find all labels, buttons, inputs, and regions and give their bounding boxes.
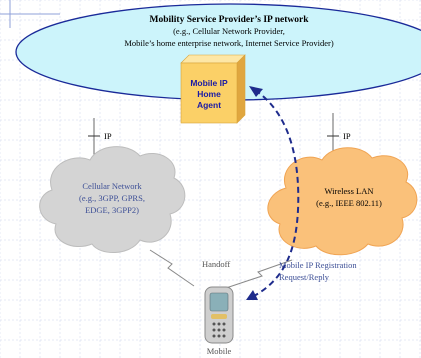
ip-link-left (88, 118, 100, 160)
ip-network-subtitle-line2: Mobile’s home enterprise network, Intern… (124, 38, 334, 48)
wireless-lan-cloud (267, 147, 418, 256)
home-agent-box-front (180, 62, 238, 124)
cellular-network-label-line2: (e.g., 3GPP, GPRS, (79, 193, 145, 203)
ip-network-subtitle-line1: (e.g., Cellular Network Provider, (173, 26, 285, 36)
home-agent-label-line2: Home (197, 89, 221, 99)
ip-link-left-label: IP (104, 131, 112, 141)
handoff-label: Handoff (202, 259, 230, 269)
registration-label-line1: Mobile IP Registration (279, 260, 357, 270)
home-agent-box-side (236, 54, 246, 124)
cellular-network-label-line1: Cellular Network (82, 181, 142, 191)
registration-dashed-arrow (246, 86, 300, 300)
ip-network-title: Mobility Service Provider’s IP network (149, 15, 309, 25)
mobile-label: Mobile (207, 346, 232, 356)
mobile-phone-icon (204, 286, 234, 344)
ip-link-right-label: IP (343, 131, 351, 141)
registration-label-line2: Request/Reply (279, 272, 330, 282)
home-agent-label-line1: Mobile IP (190, 78, 228, 88)
cellular-network-cloud (39, 146, 186, 253)
home-agent-box-top (180, 54, 246, 64)
wlan-radio-link (225, 259, 293, 289)
home-agent-box: Mobile IP Home Agent (180, 54, 246, 124)
wireless-lan-label-line1: Wireless LAN (325, 186, 374, 196)
cellular-radio-link (149, 249, 195, 287)
home-agent-label-line3: Agent (197, 100, 221, 110)
wireless-lan-label-line2: (e.g., IEEE 802.11) (316, 198, 382, 208)
cellular-network-label-line3: EDGE, 3GPP2) (85, 205, 139, 215)
